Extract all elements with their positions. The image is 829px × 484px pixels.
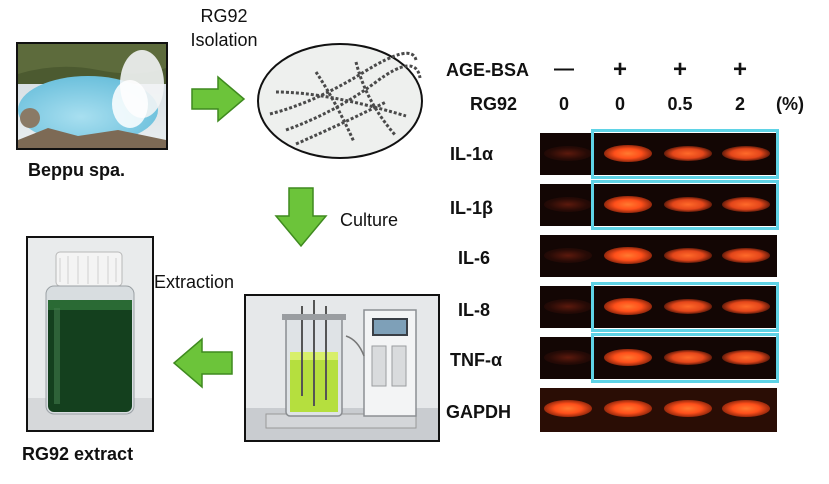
isolation-label-line1: RG92 (200, 6, 248, 26)
gene-label-il1a: IL-1α (450, 144, 494, 164)
gel-row-il8 (540, 286, 777, 328)
right-arrow-icon (190, 74, 246, 124)
gel-row-il1b (540, 184, 777, 226)
bioreactor-photo (244, 294, 440, 442)
gel-band (722, 197, 770, 212)
gene-label-tnfa: TNF-α (450, 350, 503, 370)
gene-label-gapdh: GAPDH (446, 402, 512, 422)
gel-row-tnfa (540, 337, 777, 379)
unit-label: (%) (776, 94, 804, 114)
microscope-image (256, 42, 424, 165)
gel-band (722, 248, 770, 263)
gel-band (664, 146, 712, 161)
gel-band (722, 299, 770, 314)
gel-band (664, 299, 712, 314)
age-bsa-lane-4: + (732, 56, 747, 83)
gel-band (664, 400, 712, 417)
gel-band (664, 197, 712, 212)
age-bsa-lane-2: + (612, 56, 627, 83)
gel-band (722, 400, 770, 417)
gel-row-il1a (540, 133, 777, 175)
isolation-label-line2: Isolation (190, 30, 258, 50)
left-arrow-icon (172, 336, 234, 390)
highlight-box-il1a (591, 129, 779, 179)
spa-label: Beppu spa. (28, 160, 126, 180)
spa-photo (16, 42, 168, 150)
gel-band (722, 350, 770, 365)
rg92-lane-2: 0 (614, 94, 625, 114)
gel-band (604, 145, 652, 162)
gel-band (544, 400, 592, 417)
rg92-row-label: RG92 (470, 94, 518, 114)
rg92-lane-4: 2 (734, 94, 745, 114)
age-bsa-row-label: AGE-BSA (446, 60, 530, 80)
gel-band (544, 299, 592, 314)
gel-band (722, 146, 770, 161)
gel-band (604, 247, 652, 264)
extraction-label: Extraction (154, 272, 235, 292)
gel-band (544, 146, 592, 161)
highlight-box-il1b (591, 180, 779, 230)
gel-band (604, 349, 652, 366)
gel-row-gapdh (540, 388, 777, 432)
gel-band (544, 248, 592, 263)
gel-band (604, 298, 652, 315)
highlight-box-il8 (591, 282, 779, 332)
down-arrow-icon (274, 186, 328, 248)
gel-band (544, 350, 592, 365)
culture-label: Culture (340, 210, 399, 230)
age-bsa-lane-1: — (554, 58, 574, 80)
age-bsa-lane-3: + (672, 56, 687, 83)
rg92-lane-1: 0 (558, 94, 569, 114)
gene-label-il6: IL-6 (458, 248, 491, 268)
gel-band (604, 196, 652, 213)
gel-band (664, 350, 712, 365)
gel-band (664, 248, 712, 263)
gel-band (604, 400, 652, 417)
highlight-box-tnfa (591, 333, 779, 383)
gel-band (544, 197, 592, 212)
rg92-lane-3: 0.5 (667, 94, 693, 114)
gene-label-il1b: IL-1β (450, 198, 493, 218)
gel-row-il6 (540, 235, 777, 277)
extract-label: RG92 extract (22, 444, 134, 464)
extract-bottle-photo (26, 236, 154, 432)
gene-label-il8: IL-8 (458, 300, 491, 320)
